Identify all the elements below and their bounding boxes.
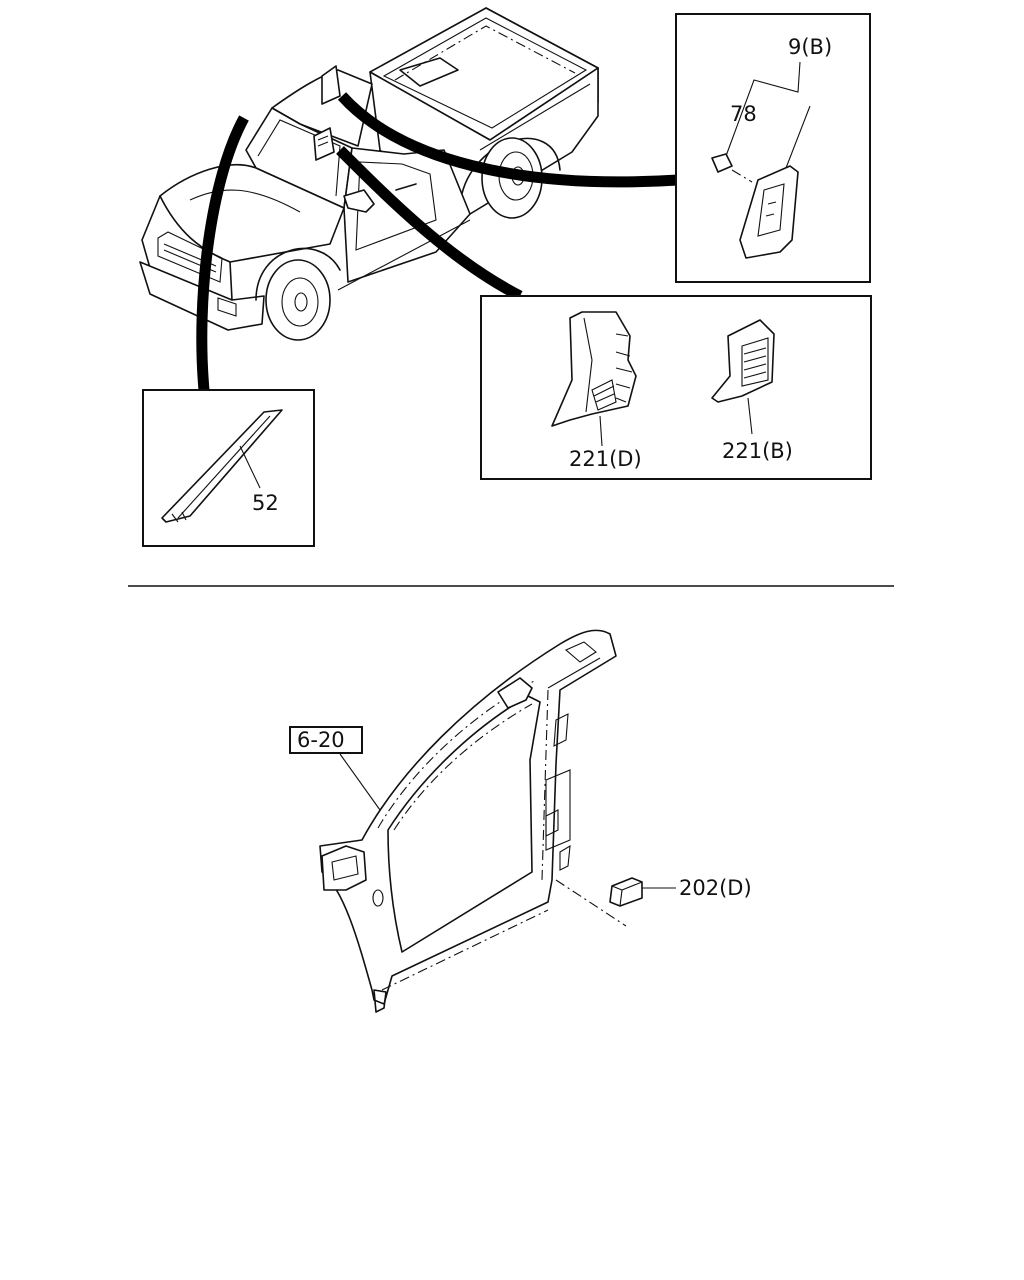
callout-9b: 9(B) (788, 35, 832, 59)
callout-202d: 202(D) (679, 876, 752, 900)
detail-box-front-pillar-trim: 52 (142, 389, 315, 547)
plug-202d: 202(D) (555, 876, 752, 927)
callout-6-20: 6-20 (297, 728, 345, 752)
body-side-frame (319, 629, 617, 1013)
detail-box-pillar-trim: 9(B) 78 (675, 13, 871, 283)
detail-box-center-pillar-trim: 221(D) 221(B) (480, 295, 872, 480)
callout-221b: 221(B) (722, 439, 793, 463)
leader-bands (196, 92, 679, 391)
callout-221d: 221(D) (569, 447, 642, 471)
reference-6-20: 6-20 (289, 726, 381, 811)
callout-78: 78 (730, 102, 757, 126)
callout-52: 52 (252, 491, 279, 515)
